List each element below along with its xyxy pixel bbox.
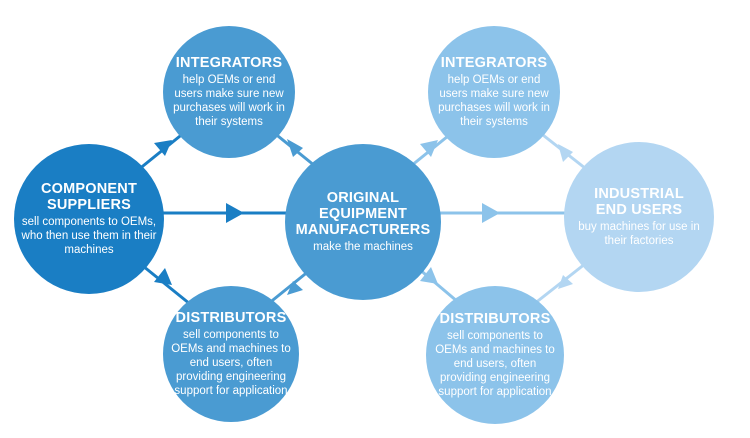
node-description: help OEMs or end users make sure new pur… <box>438 74 550 128</box>
arrow-suppliers-to-oem <box>226 203 244 223</box>
node-component-suppliers: COMPONENT SUPPLIERS sell components to O… <box>14 144 164 294</box>
node-description: make the machines <box>313 241 413 253</box>
node-integrators-right: INTEGRATORS help OEMs or end users make … <box>428 26 560 158</box>
arrow-integrators-to-oem <box>287 139 303 157</box>
node-description: sell components to OEMs and machines to … <box>435 330 555 398</box>
node-original-equipment-manufacturers: ORIGINAL EQUIPMENT MANUFACTURERS make th… <box>285 144 441 300</box>
node-title: INDUSTRIAL END USERS <box>594 186 684 218</box>
arrow-oem-to-integrators <box>420 140 438 157</box>
node-title: INTEGRATORS <box>175 55 283 71</box>
node-industrial-end-users: INDUSTRIAL END USERS buy machines for us… <box>564 142 714 292</box>
arrow-integrators-to-end-users <box>558 144 573 162</box>
node-distributors-right: DISTRIBUTORS sell components to OEMs and… <box>426 286 564 424</box>
node-integrators-left: INTEGRATORS help OEMs or end users make … <box>163 26 295 158</box>
node-description: help OEMs or end users make sure new pur… <box>173 74 285 128</box>
node-title: COMPONENT SUPPLIERS <box>40 181 138 213</box>
arrow-distributors-to-oem <box>287 281 303 295</box>
node-description: sell components to OEMs and machines to … <box>171 329 291 397</box>
node-title: INTEGRATORS <box>440 55 548 71</box>
node-title: DISTRIBUTORS <box>175 310 287 326</box>
arrow-oem-to-end-users <box>482 203 500 223</box>
arrow-suppliers-to-distributors <box>154 268 172 285</box>
node-distributors-left: DISTRIBUTORS sell components to OEMs and… <box>163 286 299 422</box>
node-description: sell components to OEMs, who then use th… <box>21 216 157 256</box>
node-description: buy machines for use in their factories <box>578 221 700 247</box>
arrow-distributors-to-end-users <box>558 275 573 289</box>
arrow-suppliers-to-integrators <box>154 140 172 156</box>
node-title: ORIGINAL EQUIPMENT MANUFACTURERS <box>295 190 431 238</box>
node-title: DISTRIBUTORS <box>439 311 551 327</box>
arrow-oem-to-distributors <box>420 267 438 284</box>
